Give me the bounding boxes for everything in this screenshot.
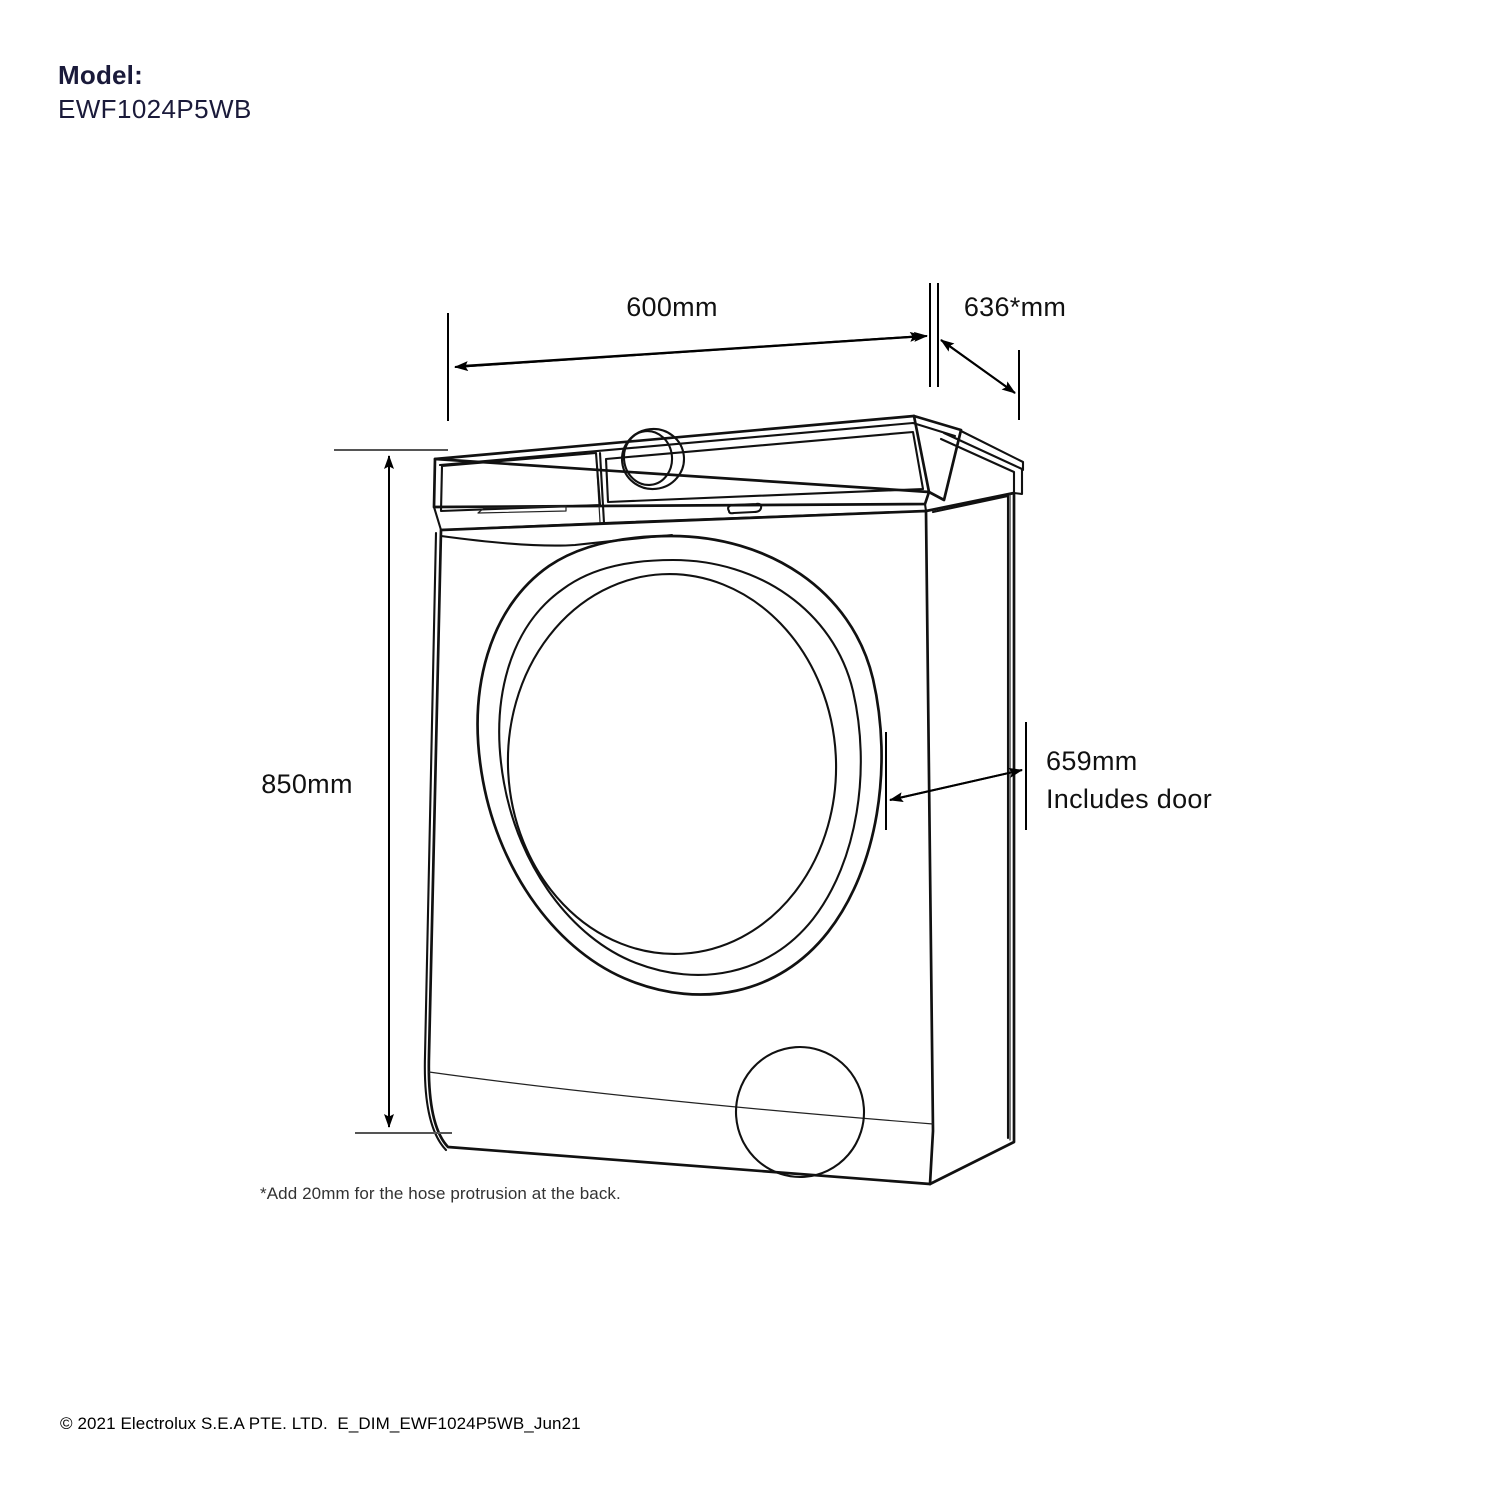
cabinet-side-panel xyxy=(924,491,1016,1186)
door-top-shadow-line xyxy=(439,533,674,547)
top-panel xyxy=(433,414,963,502)
detergent-drawer-handle xyxy=(477,505,567,514)
porthole-door-ring xyxy=(498,558,862,976)
filter-access[interactable] xyxy=(732,1043,869,1182)
dimension-arrow-door-b xyxy=(889,768,1023,801)
control-panel xyxy=(432,414,931,509)
program-dial-inner xyxy=(622,429,674,487)
cabinet-front-left-edge xyxy=(423,531,448,1152)
display-slot xyxy=(727,502,763,515)
model-label: Model: xyxy=(58,60,143,90)
copyright-footer: © 2021 Electrolux S.E.A PTE. LTD. E_DIM_… xyxy=(60,1414,581,1433)
dimension-arrow-width-right xyxy=(454,331,928,368)
cabinet-front-face xyxy=(427,509,935,1186)
dimension-height: 850mm xyxy=(261,449,452,1134)
dimension-label-depth-door-note: Includes door xyxy=(1046,784,1212,814)
rear-overhang-plate xyxy=(939,431,1024,496)
detergent-drawer xyxy=(439,451,602,513)
dimension-label-height: 850mm xyxy=(261,769,353,799)
kick-plate-line xyxy=(428,1071,934,1125)
washing-machine-illustration xyxy=(423,414,1025,1186)
porthole-door-outer[interactable] xyxy=(476,534,883,996)
program-dial[interactable] xyxy=(619,426,687,492)
dimension-label-depth: 636*mm xyxy=(964,292,1066,322)
model-header: Model: EWF1024P5WB xyxy=(58,58,252,127)
control-panel-divider xyxy=(598,451,606,525)
footnote: *Add 20mm for the hose protrusion at the… xyxy=(260,1184,621,1203)
rear-overhang-edge xyxy=(959,429,1025,472)
porthole-door-glass xyxy=(506,573,838,955)
dimension-label-width: 600mm xyxy=(626,292,718,322)
dimension-width: 600mm xyxy=(447,283,931,421)
dimension-arrow-depth-b xyxy=(940,339,1016,394)
model-number: EWF1024P5WB xyxy=(58,94,252,125)
top-panel-rear-lip xyxy=(438,421,957,467)
dimension-depth: 636*mm xyxy=(937,283,1066,420)
cabinet-side-panel-inner xyxy=(931,494,1010,1140)
control-panel-inset xyxy=(604,430,925,504)
dimension-depth-with-door: 659mm Includes door xyxy=(885,722,1212,830)
cabinet-bottom-edge xyxy=(928,1140,1016,1186)
dimension-label-depth-door: 659mm xyxy=(1046,746,1138,776)
